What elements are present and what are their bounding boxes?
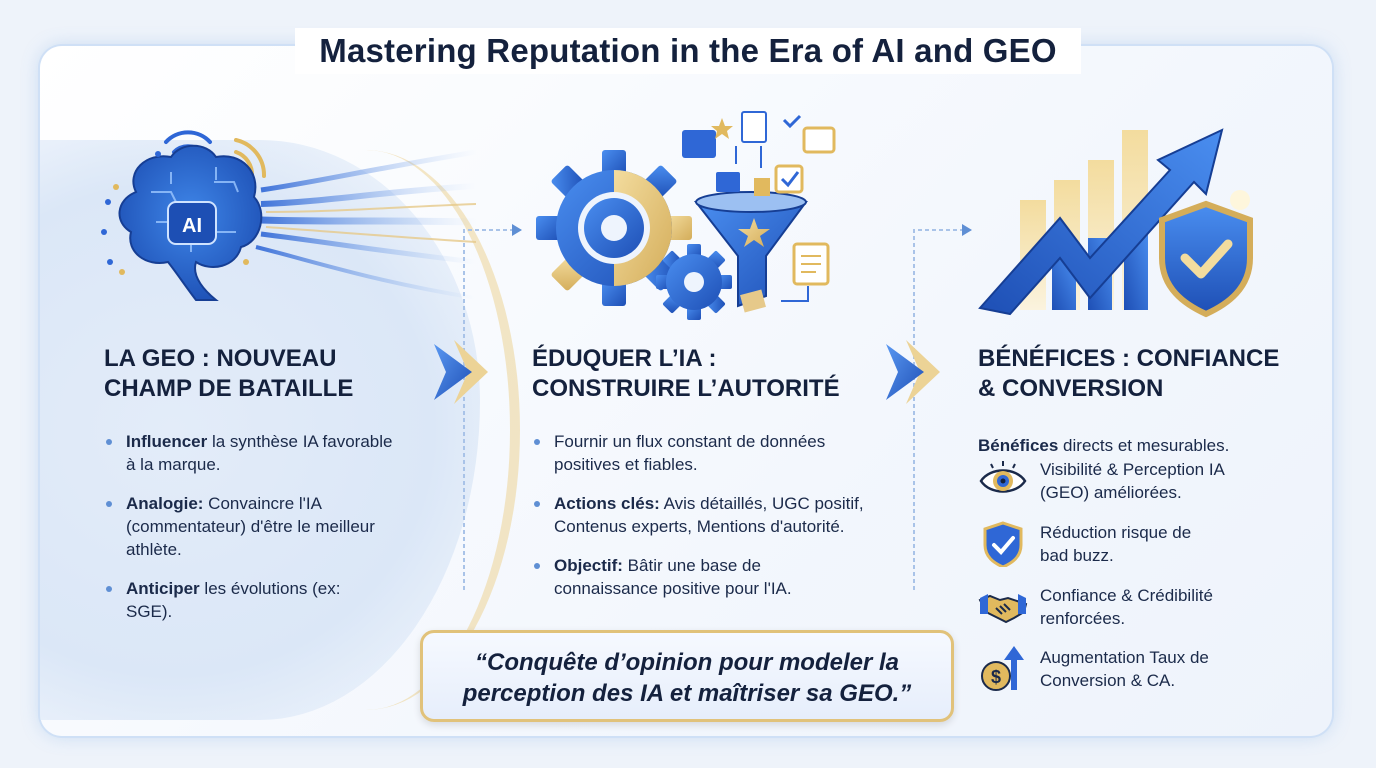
benefit-item-trust: Confiance & Crédibilité renforcées. xyxy=(978,584,1298,634)
benefit-1-line2: (GEO) améliorées. xyxy=(1040,483,1182,502)
benefit-text-conversion: Augmentation Taux de Conversion & CA. xyxy=(1040,646,1290,692)
ai-chip-label: AI xyxy=(182,215,202,237)
gold-swoosh xyxy=(300,150,520,710)
benefit-2-line1: Réduction risque de xyxy=(1040,523,1192,542)
col3-heading-line2: & CONVERSION xyxy=(978,375,1164,402)
benefit-text-visibility: Visibilité & Perception IA (GEO) amélioré… xyxy=(1040,458,1290,504)
col1-bullet-3-bold: Anticiper xyxy=(126,579,200,598)
col1-bullet-2-text: Convaincre l'IA (commentateur) d'être le… xyxy=(126,494,375,559)
col3-intro-bold: Bénéfices xyxy=(978,436,1059,455)
eye-icon xyxy=(979,461,1027,493)
col1-bullet-2: Analogie: Convaincre l'IA (commentateur)… xyxy=(104,492,386,561)
connector-1 xyxy=(463,224,522,590)
ai-brain-icon: AI xyxy=(101,130,476,301)
dollar-arrow-icon: $ xyxy=(981,646,1024,691)
col3-intro: Bénéfices directs et mesurables. xyxy=(978,434,1318,457)
col1-heading-line2: CHAMP DE BATAILLE xyxy=(104,375,354,402)
col3-heading-line1: BÉNÉFICES : CONFIANCE xyxy=(978,345,1280,372)
benefit-1-line1: Visibilité & Perception IA xyxy=(1040,460,1225,479)
benefit-2-line2: bad buzz. xyxy=(1040,546,1114,565)
quote-line2: perception des IA et maîtriser sa GEO.” xyxy=(462,680,912,707)
benefit-item-conversion: $ Augmentation Taux de Conversion & CA. xyxy=(978,646,1298,696)
benefit-3-line1: Confiance & Crédibilité xyxy=(1040,586,1213,605)
benefit-item-risk: Réduction risque de bad buzz. xyxy=(978,521,1298,571)
title-wrap: Mastering Reputation in the Era of AI an… xyxy=(0,28,1376,74)
svg-text:$: $ xyxy=(991,667,1001,687)
col1-bullet-1: Influencer la synthèse IA favorable à la… xyxy=(104,430,404,476)
col2-text: ÉDUQUER L’IA : CONSTRUIRE L’AUTORITÉ Fou… xyxy=(532,344,872,616)
col2-bullet-2-text: Avis détaillés, UGC positif, Contenus ex… xyxy=(554,494,864,536)
col2-bullet-1: Fournir un flux constant de données posi… xyxy=(532,430,844,476)
benefit-text-trust: Confiance & Crédibilité renforcées. xyxy=(1040,584,1290,630)
quote-box: “Conquête d’opinion pour modeler la perc… xyxy=(420,630,954,722)
benefit-4-line2: Conversion & CA. xyxy=(1040,671,1176,690)
benefit-3-line2: renforcées. xyxy=(1040,609,1126,628)
benefit-item-visibility: Visibilité & Perception IA (GEO) amélioré… xyxy=(978,458,1298,508)
page-title: Mastering Reputation in the Era of AI an… xyxy=(295,28,1081,74)
col2-heading: ÉDUQUER L’IA : CONSTRUIRE L’AUTORITÉ xyxy=(532,344,872,404)
handshake-icon xyxy=(978,594,1028,624)
col1-bullet-1-bold: Influencer xyxy=(126,432,208,451)
col1-bullet-1-text: la synthèse IA favorable à la marque. xyxy=(126,432,393,474)
chevron-right-icon xyxy=(434,340,488,404)
col2-bullet-2: Actions clés: Avis détaillés, UGC positi… xyxy=(532,492,874,538)
col1-text: LA GEO : NOUVEAU CHAMP DE BATAILLE Influ… xyxy=(104,344,404,639)
growth-chart-shield-icon xyxy=(978,128,1253,318)
benefit-4-line1: Augmentation Taux de xyxy=(1040,648,1209,667)
col2-heading-line2: CONSTRUIRE L’AUTORITÉ xyxy=(532,375,840,402)
col2-bullet-1-text: Fournir un flux constant de données posi… xyxy=(554,432,826,474)
col3-heading: BÉNÉFICES : CONFIANCE & CONVERSION xyxy=(978,344,1318,404)
col2-bullet-2-bold: Actions clés: xyxy=(554,494,660,513)
col1-heading: LA GEO : NOUVEAU CHAMP DE BATAILLE xyxy=(104,344,404,404)
col3-text: BÉNÉFICES : CONFIANCE & CONVERSION Bénéf… xyxy=(978,344,1318,457)
gears-funnel-icon xyxy=(536,111,836,320)
shield-check-icon xyxy=(983,521,1023,567)
chevron-right-icon xyxy=(886,340,940,404)
benefit-text-risk: Réduction risque de bad buzz. xyxy=(1040,521,1290,567)
col1-bullet-2-bold: Analogie: xyxy=(126,494,204,513)
col2-bullet-3: Objectif: Bâtir une base de connaissance… xyxy=(532,554,864,600)
connector-2 xyxy=(913,224,972,590)
col1-heading-line1: LA GEO : NOUVEAU xyxy=(104,345,337,372)
col2-heading-line1: ÉDUQUER L’IA : xyxy=(532,345,717,372)
col2-bullet-3-bold: Objectif: xyxy=(554,556,623,575)
col1-bullet-3-text: les évolutions (ex: SGE). xyxy=(126,579,341,621)
col2-bullet-3-text: Bâtir une base de connaissance positive … xyxy=(554,556,792,598)
col1-bullet-3: Anticiper les évolutions (ex: SGE). xyxy=(104,577,366,623)
quote-line1: “Conquête d’opinion pour modeler la xyxy=(475,649,899,676)
col3-intro-text: directs et mesurables. xyxy=(1058,436,1230,455)
